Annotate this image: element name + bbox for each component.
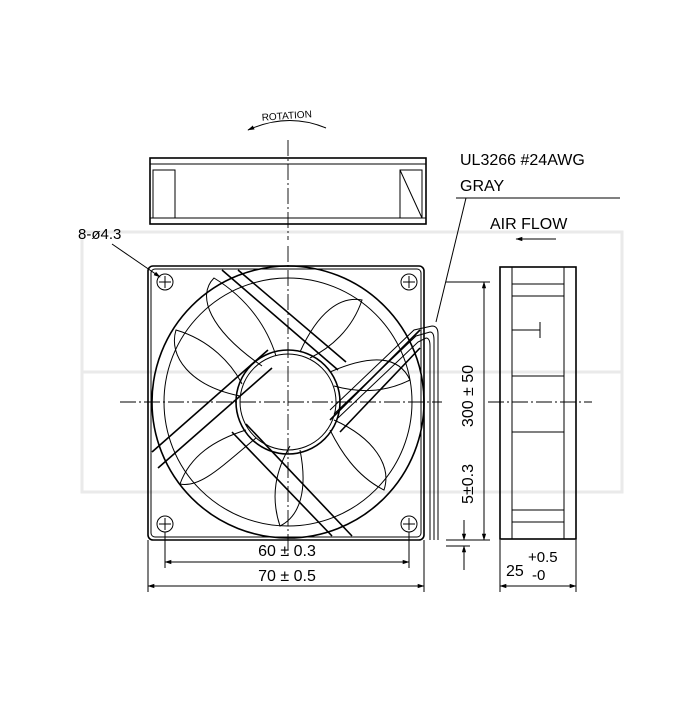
- cable-spec-label: UL3266 #24AWG: [460, 152, 585, 169]
- depth-nominal-label: 25: [506, 563, 524, 580]
- cable-color-label: GRAY: [460, 178, 504, 195]
- front-view: [120, 246, 442, 556]
- frame-width-label: 70 ± 0.5: [258, 568, 316, 585]
- mount-hole-callout: 8-ø4.3: [78, 226, 161, 278]
- depth-tol-plus-label: +0.5: [528, 549, 558, 566]
- hole-spacing-label: 60 ± 0.3: [258, 543, 316, 560]
- cable-callout: UL3266 #24AWG GRAY: [435, 152, 620, 323]
- air-flow-label: AIR FLOW: [490, 216, 568, 233]
- rotation-arrow-icon: [247, 120, 327, 131]
- watermark: [80, 230, 624, 494]
- dimension-lines: [147, 281, 577, 592]
- mount-holes-label: 8-ø4.3: [78, 226, 121, 243]
- side-view: [488, 266, 592, 540]
- lead-offset-label: 5±0.3: [460, 464, 477, 504]
- depth-tol-minus-label: -0: [532, 567, 545, 584]
- rotation-indicator: ROTATION: [247, 109, 327, 131]
- lead-length-label: 300 ± 50: [460, 365, 477, 427]
- fan-blades: [174, 277, 411, 527]
- support-struts: [151, 269, 421, 537]
- top-view: [149, 140, 427, 240]
- rotation-label: ROTATION: [261, 109, 312, 123]
- air-flow-indicator: AIR FLOW: [490, 216, 568, 242]
- lead-wires: [329, 325, 439, 540]
